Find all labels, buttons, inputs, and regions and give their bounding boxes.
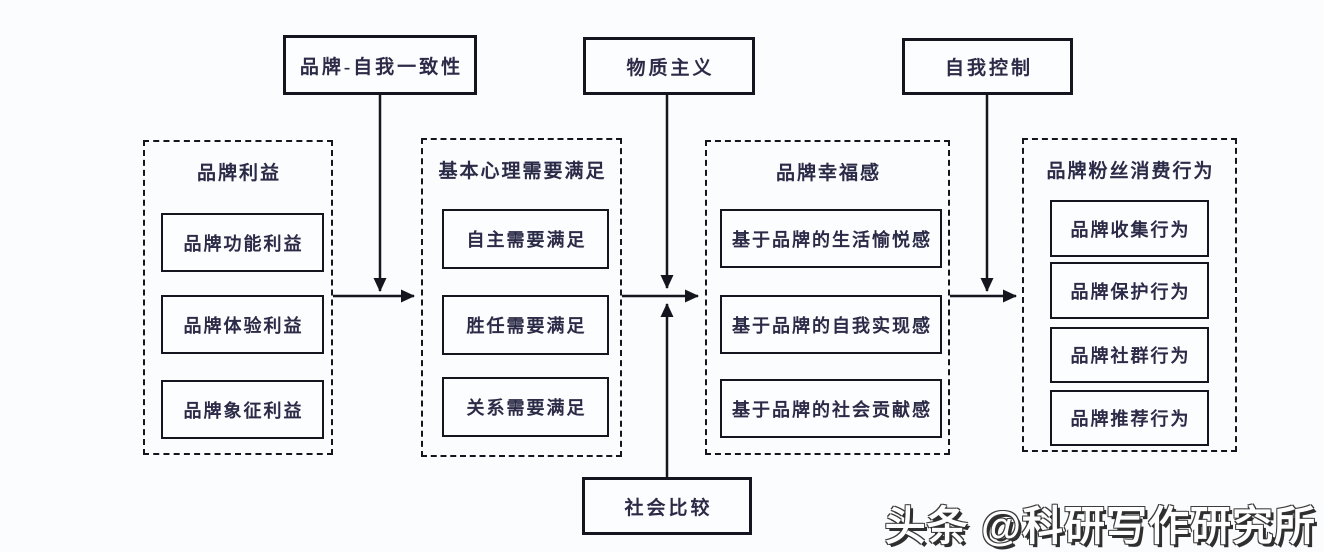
- group-title: 基本心理需要满足: [438, 161, 607, 182]
- moderator-label: 品牌-自我一致性: [299, 56, 464, 78]
- item-box-social-contribution: 基于品牌的社会贡献感: [720, 379, 942, 438]
- moderator-box-social-comparison: 社会比较: [582, 477, 752, 535]
- group-brand-benefits: 品牌利益 品牌功能利益 品牌体验利益 品牌象征利益: [143, 140, 333, 455]
- item-label: 胜任需要满足: [466, 316, 587, 336]
- item-box-protecting-behavior: 品牌保护行为: [1050, 262, 1209, 319]
- group-fan-behavior: 品牌粉丝消费行为 品牌收集行为 品牌保护行为 品牌社群行为 品牌推荐行为: [1022, 138, 1237, 452]
- moderator-label: 物质主义: [626, 57, 715, 79]
- group-brand-wellbeing: 品牌幸福感 基于品牌的生活愉悦感 基于品牌的自我实现感 基于品牌的社会贡献感: [705, 140, 950, 455]
- item-box-autonomy-need: 自主需要满足: [442, 209, 609, 269]
- item-label: 品牌推荐行为: [1070, 409, 1191, 429]
- item-label: 品牌保护行为: [1070, 281, 1191, 302]
- group-basic-needs: 基本心理需要满足 自主需要满足 胜任需要满足 关系需要满足: [421, 138, 622, 457]
- item-label: 品牌社群行为: [1070, 346, 1191, 366]
- item-label: 自主需要满足: [466, 230, 587, 250]
- item-label: 品牌收集行为: [1070, 219, 1191, 240]
- watermark-toutiao: 头条 @科研写作研究所: [884, 503, 1316, 549]
- moderator-label: 自我控制: [944, 58, 1033, 79]
- moderator-box-brand-self-consistency: 品牌-自我一致性: [283, 35, 477, 95]
- item-label: 关系需要满足: [466, 398, 587, 418]
- item-box-recommending-behavior: 品牌推荐行为: [1050, 390, 1209, 446]
- group-title: 品牌利益: [196, 163, 281, 184]
- item-box-relatedness-need: 关系需要满足: [442, 377, 609, 437]
- group-title: 品牌幸福感: [775, 163, 881, 184]
- item-box-experiential-benefit: 品牌体验利益: [161, 295, 324, 354]
- item-box-community-behavior: 品牌社群行为: [1050, 327, 1209, 383]
- item-box-functional-benefit: 品牌功能利益: [161, 213, 324, 272]
- item-label: 品牌体验利益: [183, 315, 304, 336]
- item-box-competence-need: 胜任需要满足: [442, 295, 609, 355]
- item-box-life-pleasure: 基于品牌的生活愉悦感: [720, 209, 942, 268]
- item-label: 基于品牌的社会贡献感: [732, 399, 932, 420]
- group-title: 品牌粉丝消费行为: [1046, 161, 1215, 182]
- moderator-box-self-control: 自我控制: [902, 38, 1073, 95]
- item-label: 基于品牌的自我实现感: [732, 315, 932, 336]
- item-box-self-realization: 基于品牌的自我实现感: [720, 295, 942, 354]
- moderator-label: 社会比较: [624, 497, 713, 519]
- item-box-symbolic-benefit: 品牌象征利益: [161, 380, 324, 439]
- item-box-collecting-behavior: 品牌收集行为: [1050, 200, 1209, 257]
- item-label: 品牌功能利益: [183, 233, 304, 254]
- moderator-box-materialism: 物质主义: [583, 37, 755, 95]
- item-label: 品牌象征利益: [183, 400, 304, 421]
- item-label: 基于品牌的生活愉悦感: [732, 229, 932, 250]
